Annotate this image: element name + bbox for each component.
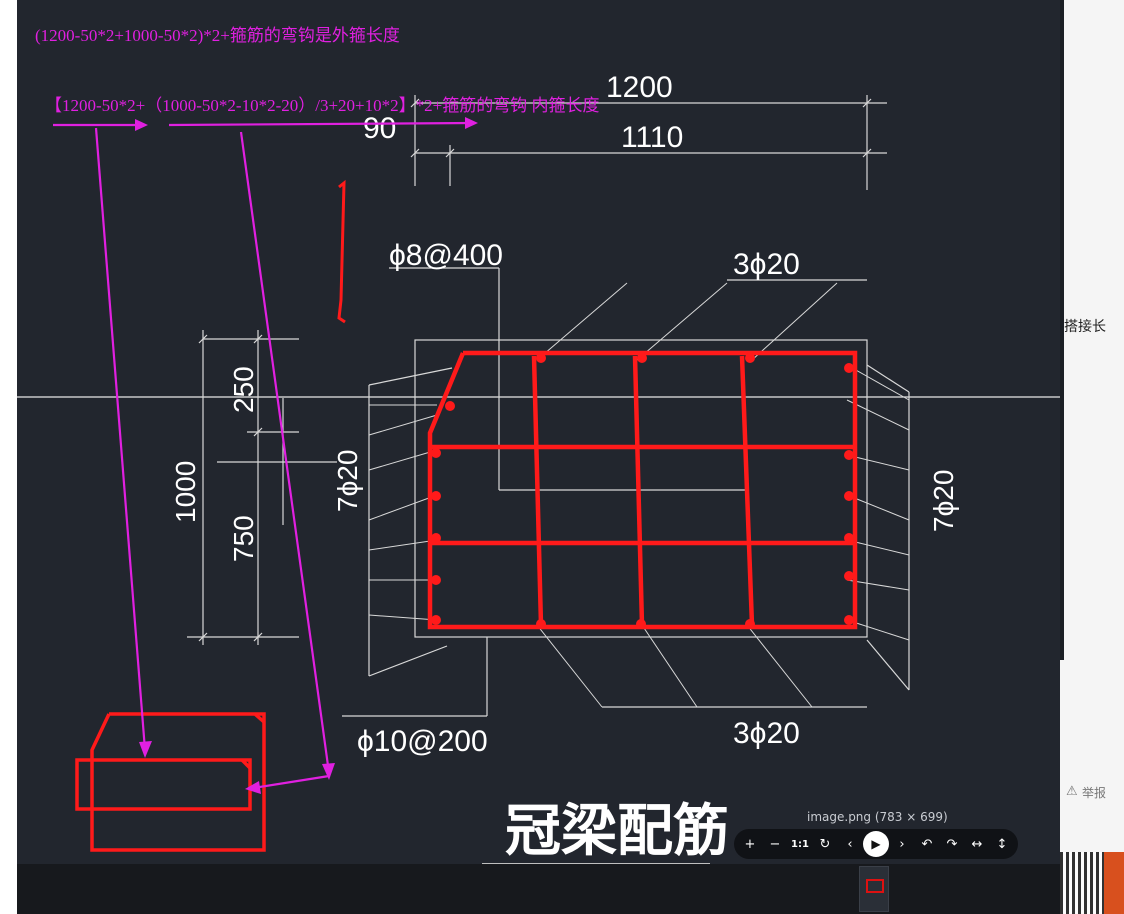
top-dimension: [410, 95, 887, 190]
rebar-bars: [431, 353, 854, 629]
label-rebar-left: 7ϕ20: [332, 450, 363, 512]
dim-750: 750: [228, 515, 259, 562]
section-outline: [342, 267, 910, 717]
side-snippet: 搭接长: [1064, 319, 1106, 335]
rotate-right-button[interactable]: ↷: [946, 836, 958, 852]
thumbnail-bar: [17, 864, 1060, 914]
image-viewer[interactable]: 1200 1110 90 250 750 1000: [17, 0, 1060, 864]
cad-drawing: 1200 1110 90 250 750 1000: [17, 26, 1060, 864]
report-link[interactable]: 举报: [1082, 786, 1107, 800]
rebar-cage: [427, 350, 858, 630]
viewer-overlay-edge: [1060, 0, 1064, 660]
label-rebar-bottom: 3ϕ20: [733, 717, 800, 750]
zoom-in-button[interactable]: +: [744, 836, 756, 852]
thumbnail[interactable]: [859, 866, 889, 912]
reset-button[interactable]: ↻: [819, 836, 831, 852]
dim-1000: 1000: [170, 461, 201, 523]
label-stirrup-bottom: ϕ10@200: [357, 725, 488, 758]
flip-horizontal-button[interactable]: ↔: [971, 836, 983, 852]
title-underline: [482, 863, 710, 864]
rebar-leaders: [368, 282, 910, 708]
label-rebar-top: 3ϕ20: [733, 248, 800, 281]
annotation-arrows: [53, 121, 474, 790]
next-button[interactable]: ›: [899, 836, 905, 852]
inner-stirrup-formula: 【1200-50*2+（1000-50*2-10*2-20）/3+20+10*2…: [45, 96, 599, 115]
rotate-left-button[interactable]: ↶: [921, 836, 933, 852]
label-rebar-right: 7ϕ20: [928, 470, 959, 532]
dim-90: 90: [363, 112, 396, 145]
actual-size-button[interactable]: 1:1: [791, 838, 809, 850]
annotation-arrowheads: [135, 117, 478, 794]
play-button[interactable]: ▶: [863, 831, 889, 857]
label-stirrup-top: ϕ8@400: [389, 239, 503, 272]
side-dimension: [187, 330, 337, 645]
dim-1110: 1110: [621, 121, 683, 154]
qr-code: [1060, 852, 1104, 914]
prev-button[interactable]: ‹: [847, 836, 853, 852]
flip-vertical-button[interactable]: ↕: [996, 836, 1008, 852]
left-margin: [0, 0, 17, 914]
image-info: image.png (783 × 699): [807, 810, 948, 824]
hook-symbol: [337, 179, 346, 324]
promo-banner[interactable]: [1104, 852, 1124, 914]
warning-icon[interactable]: ⚠: [1066, 784, 1078, 799]
outer-stirrup-formula: (1200-50*2+1000-50*2)*2+箍筋的弯钩是外箍长度: [35, 26, 400, 45]
viewer-toolbar: + − 1:1 ↻ ‹ ▶ › ↶ ↷ ↔ ↕: [734, 829, 1018, 859]
page-side-panel: 搭接长 ⚠ 举报: [1060, 0, 1124, 914]
drawing-title: 冠梁配筋: [505, 798, 729, 864]
stirrup-sketch: [75, 712, 266, 852]
zoom-out-button[interactable]: −: [769, 836, 781, 852]
dim-1200: 1200: [606, 71, 673, 104]
dim-250: 250: [228, 366, 259, 413]
